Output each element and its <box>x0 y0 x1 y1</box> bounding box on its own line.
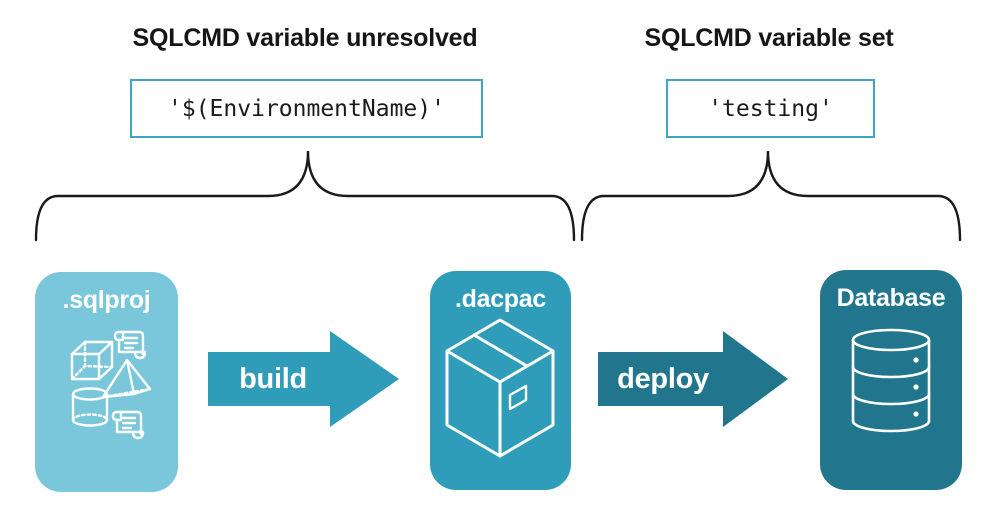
build-arrow-label: build <box>239 362 307 395</box>
node-dacpac: .dacpac <box>430 271 571 490</box>
code-text-testing-value: 'testing' <box>708 95 833 122</box>
code-box-testing-value: 'testing' <box>666 79 875 138</box>
heading-variable-set: SQLCMD variable set <box>644 24 894 52</box>
node-database: Database <box>820 270 962 490</box>
deploy-arrow-label: deploy <box>617 362 709 395</box>
node-sqlproj-label: .sqlproj <box>62 286 151 314</box>
package-icon <box>445 318 555 458</box>
build-arrow-icon <box>208 331 399 427</box>
node-database-label: Database <box>836 284 946 312</box>
cube-icon <box>70 340 114 381</box>
heading-variable-unresolved: SQLCMD variable unresolved <box>132 24 478 52</box>
deploy-arrow-icon <box>598 331 788 427</box>
sql-project-objects-icon <box>70 330 152 440</box>
script-icon <box>113 330 147 360</box>
database-icon <box>851 328 931 433</box>
script-icon <box>111 410 145 440</box>
pyramid-icon <box>101 358 152 399</box>
node-dacpac-label: .dacpac <box>454 285 546 313</box>
code-text-environment-variable: '$(EnvironmentName)' <box>168 95 445 122</box>
cylinder-icon <box>71 387 109 427</box>
right-curly-brace-icon <box>580 150 962 242</box>
node-sqlproj: .sqlproj <box>35 272 178 492</box>
left-curly-brace-icon <box>34 150 576 242</box>
code-box-environment-variable: '$(EnvironmentName)' <box>130 79 483 138</box>
